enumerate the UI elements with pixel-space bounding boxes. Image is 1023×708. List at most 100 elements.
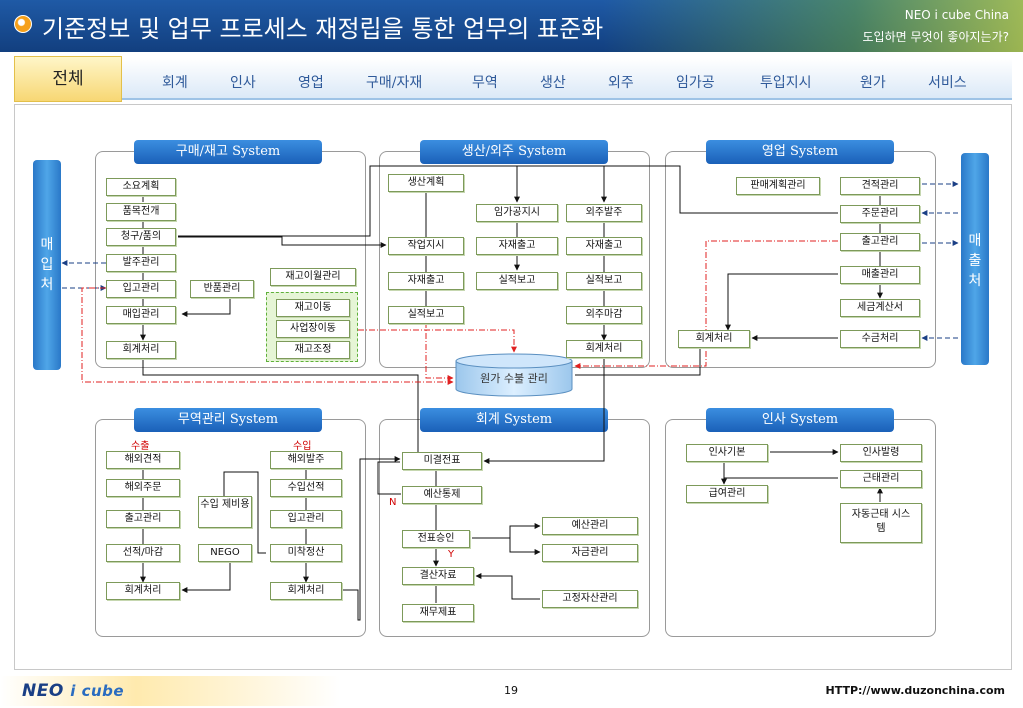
- node-work-order[interactable]: 작업지시: [388, 237, 464, 255]
- node-outsourcing-close[interactable]: 외주마감: [566, 306, 642, 324]
- node-collection[interactable]: 수금처리: [840, 330, 920, 348]
- node-shipping-mgmt[interactable]: 출고관리: [840, 233, 920, 251]
- tab-accounting[interactable]: 회계: [162, 75, 188, 91]
- node-pending-voucher[interactable]: 미결전표: [402, 452, 482, 470]
- node-import-expenses[interactable]: 수입 제비용: [198, 496, 252, 528]
- tab-all[interactable]: 전체: [14, 56, 122, 102]
- node-export-close[interactable]: 선적/마감: [106, 544, 180, 562]
- node-fund-mgmt[interactable]: 자금관리: [542, 544, 638, 562]
- sales-customer-bar: 매 출 처: [961, 153, 989, 365]
- node-inventory-adjust[interactable]: 재고조정: [276, 341, 350, 359]
- node-nego[interactable]: NEGO: [198, 544, 252, 562]
- tab-purchase[interactable]: 구매/자재: [366, 75, 423, 91]
- node-inventory-carryover[interactable]: 재고이월관리: [270, 268, 356, 286]
- node-processing-order[interactable]: 임가공지시: [476, 204, 558, 222]
- tab-trade[interactable]: 무역: [472, 75, 498, 91]
- node-accounting-sales[interactable]: 회계처리: [678, 330, 750, 348]
- node-in-transit-settle[interactable]: 미착정산: [270, 544, 342, 562]
- node-sales-mgmt[interactable]: 매출관리: [840, 266, 920, 284]
- page-title: 기준정보 및 업무 프로세스 재정립을 통한 업무의 표준화: [42, 15, 604, 43]
- production-system-title: 생산/외주 System: [420, 140, 608, 164]
- node-material-issue-3[interactable]: 자재출고: [566, 237, 642, 255]
- node-tax-invoice[interactable]: 세금계산서: [840, 299, 920, 317]
- node-fixed-asset-mgmt[interactable]: 고정자산관리: [542, 590, 638, 608]
- node-result-report-3[interactable]: 실적보고: [566, 272, 642, 290]
- node-material-issue-1[interactable]: 자재출고: [388, 272, 464, 290]
- node-import-receiving[interactable]: 입고관리: [270, 510, 342, 528]
- node-demand-plan[interactable]: 소요계획: [106, 178, 176, 196]
- tab-production[interactable]: 생산: [540, 75, 566, 91]
- hr-system-title: 인사 System: [706, 408, 894, 432]
- node-receiving[interactable]: 입고관리: [106, 280, 176, 298]
- node-return[interactable]: 반품관리: [190, 280, 254, 298]
- export-label: 수출: [131, 441, 150, 452]
- node-purchase-mgmt[interactable]: 매입관리: [106, 306, 176, 324]
- node-auto-attendance[interactable]: 자동근태 시스템: [840, 503, 922, 543]
- logo-sub: i cube: [70, 682, 125, 700]
- logo-main: NEO: [22, 681, 64, 701]
- node-hr-basic[interactable]: 인사기본: [686, 444, 768, 462]
- node-financial-statements[interactable]: 재무제표: [402, 604, 474, 622]
- node-production-plan[interactable]: 생산계획: [388, 174, 464, 192]
- node-appointment[interactable]: 인사발령: [840, 444, 922, 462]
- node-request[interactable]: 청구/품의: [106, 228, 176, 246]
- tab-bar: [14, 58, 1012, 100]
- bullet-icon: [14, 15, 32, 33]
- node-budget-control[interactable]: 예산통제: [402, 486, 482, 504]
- tab-service[interactable]: 서비스: [928, 75, 967, 91]
- node-purchase-order[interactable]: 발주관리: [106, 254, 176, 272]
- tab-cost[interactable]: 원가: [860, 75, 886, 91]
- tab-outsourcing[interactable]: 외주: [608, 75, 634, 91]
- sales-customer-char: 처: [968, 273, 982, 289]
- purchase-vendor-char: 매: [40, 237, 54, 253]
- brand-name: NEO i cube China: [904, 8, 1009, 22]
- node-import-shipping[interactable]: 수입선적: [270, 479, 342, 497]
- header-bar: [0, 0, 1023, 52]
- node-bom-explosion[interactable]: 품목전개: [106, 203, 176, 221]
- node-payroll[interactable]: 급여관리: [686, 485, 768, 503]
- sales-customer-char: 매: [968, 233, 982, 249]
- node-budget-mgmt[interactable]: 예산관리: [542, 517, 638, 535]
- cost-database-icon: [455, 353, 573, 397]
- footer-swoosh: [0, 676, 340, 706]
- node-export-shipping[interactable]: 출고관리: [106, 510, 180, 528]
- node-site-move[interactable]: 사업장이동: [276, 320, 350, 338]
- purchase-vendor-bar: 매 입 처: [33, 160, 61, 370]
- site-url[interactable]: HTTP://www.duzonchina.com: [825, 684, 1005, 697]
- tab-processing[interactable]: 임가공: [676, 75, 715, 91]
- node-sales-plan[interactable]: 판매계획관리: [736, 177, 820, 195]
- sales-customer-char: 출: [968, 253, 982, 269]
- node-accounting-purchase[interactable]: 회계처리: [106, 341, 176, 359]
- import-label: 수입: [293, 441, 312, 452]
- node-material-issue-2[interactable]: 자재출고: [476, 237, 558, 255]
- node-accounting-export[interactable]: 회계처리: [106, 582, 180, 600]
- node-inventory-move[interactable]: 재고이동: [276, 299, 350, 317]
- node-accounting-production[interactable]: 회계처리: [566, 340, 642, 358]
- purchase-system-title: 구매/재고 System: [134, 140, 322, 164]
- node-accounting-import[interactable]: 회계처리: [270, 582, 342, 600]
- tab-hr[interactable]: 인사: [230, 75, 256, 91]
- neo-icube-logo: NEO i cube: [22, 681, 124, 701]
- node-overseas-quote[interactable]: 해외견적: [106, 451, 180, 469]
- node-overseas-order[interactable]: 해외주문: [106, 479, 180, 497]
- cost-database-label: 원가 수불 관리: [480, 372, 548, 385]
- node-result-report-1[interactable]: 실적보고: [388, 306, 464, 324]
- node-attendance[interactable]: 근태관리: [840, 470, 922, 488]
- brand-slogan: 도입하면 무엇이 좋아지는가?: [862, 30, 1009, 44]
- no-mark: N: [389, 497, 397, 508]
- node-outsourcing-order[interactable]: 외주발주: [566, 204, 642, 222]
- node-voucher-approval[interactable]: 전표승인: [402, 530, 470, 548]
- trade-system-title: 무역관리 System: [134, 408, 322, 432]
- sales-system-title: 영업 System: [706, 140, 894, 164]
- yes-mark: Y: [448, 549, 455, 560]
- node-closing-data[interactable]: 결산자료: [402, 567, 474, 585]
- purchase-vendor-char: 처: [40, 277, 54, 293]
- node-quotation[interactable]: 견적관리: [840, 177, 920, 195]
- page-number: 19: [504, 684, 518, 697]
- node-result-report-2[interactable]: 실적보고: [476, 272, 558, 290]
- tab-work-order[interactable]: 투입지시: [760, 75, 812, 91]
- tab-sales[interactable]: 영업: [298, 75, 324, 91]
- node-order-mgmt[interactable]: 주문관리: [840, 205, 920, 223]
- node-overseas-po[interactable]: 해외발주: [270, 451, 342, 469]
